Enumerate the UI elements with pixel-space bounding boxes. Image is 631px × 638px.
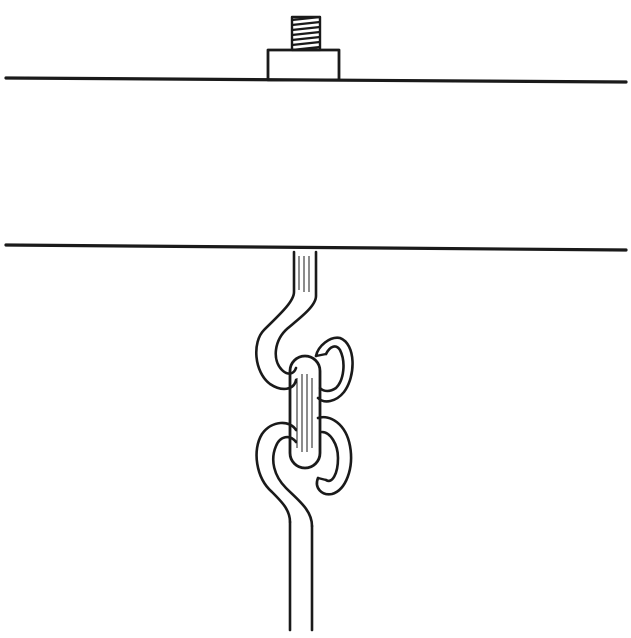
beam-bottom-edge: [4, 243, 628, 252]
connecting-link: [288, 354, 322, 470]
stud-threads: [291, 15, 321, 52]
threaded-stud: [290, 15, 322, 52]
lower-hanger-rod: [288, 520, 314, 632]
beam: [4, 76, 628, 252]
upper-hanger-rod: [254, 250, 318, 391]
link-shading: [296, 374, 313, 452]
link-outer: [288, 354, 322, 470]
upper-rod-hatching: [298, 256, 310, 292]
lower-s-hook: [255, 415, 353, 528]
nut: [266, 48, 341, 82]
upper-s-hook: [314, 336, 354, 403]
